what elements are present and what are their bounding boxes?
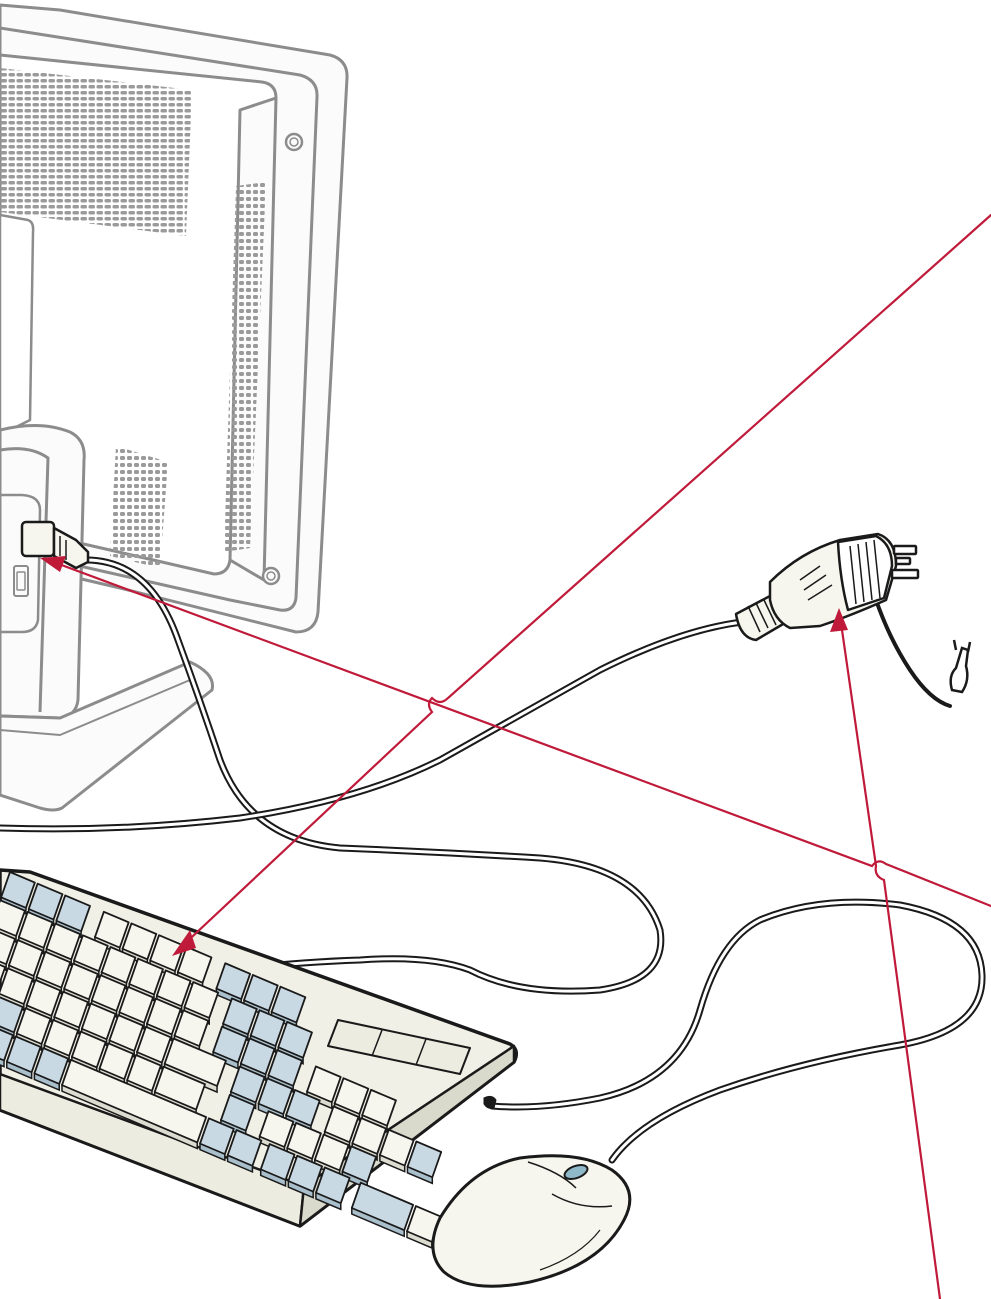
ac-power-plug <box>736 534 918 640</box>
vent-lower <box>110 446 168 568</box>
ground-lug-body <box>951 648 968 692</box>
plug-collar <box>838 536 892 610</box>
plug-prong-bottom <box>892 570 918 578</box>
iec-connector-body <box>22 522 54 556</box>
ground-wire <box>876 600 950 706</box>
keyboard-cable-port <box>484 1096 496 1108</box>
ground-lug <box>951 640 970 692</box>
screw-hole-bottom-inner <box>267 572 275 580</box>
mouse-body <box>433 1156 630 1287</box>
screw-hole-top-inner <box>290 138 298 146</box>
stand-port-slot-inner <box>17 572 25 590</box>
callout-power-plug-line <box>840 616 940 1299</box>
mouse <box>433 1156 630 1287</box>
plug-prong-ground <box>896 558 910 564</box>
plug-prong-top <box>894 546 916 554</box>
keyboard-cable-outline <box>492 902 982 1160</box>
monitor-recess <box>0 215 33 435</box>
vent-top <box>0 68 192 236</box>
